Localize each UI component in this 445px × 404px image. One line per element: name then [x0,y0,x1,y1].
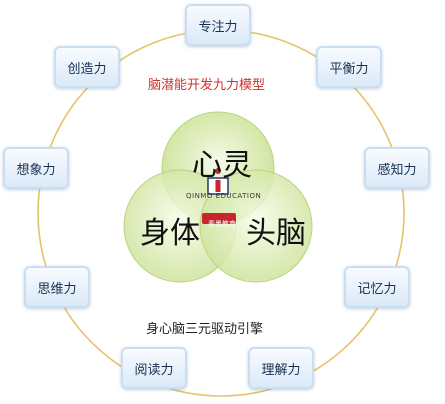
ability-label: 专注力 [198,19,238,35]
ability-label: 理解力 [261,362,301,378]
ability-balance: 平衡力 [316,46,382,88]
diagram-title: 脑潜能开发九力模型 [148,78,266,93]
ability-focus: 专注力 [185,4,251,46]
body-label: 身体 [140,216,200,251]
ability-thinking: 思维力 [24,266,90,308]
venn-circles [123,111,313,283]
ability-memory: 记忆力 [344,266,410,308]
ability-label: 想象力 [16,162,56,178]
logo-mark [202,168,236,224]
ability-label: 感知力 [377,162,417,178]
ability-label: 思维力 [37,281,77,297]
ability-reading: 阅读力 [121,347,187,389]
heart-label: 心灵 [192,148,252,183]
ability-label: 平衡力 [329,61,369,77]
logo-text-en: QINMO EDUCATION [186,192,262,200]
brain-circle [199,169,313,283]
ability-label: 阅读力 [134,362,174,378]
brain-label: 头脑 [246,216,306,251]
ability-label: 创造力 [67,61,107,77]
ability-creativity: 创造力 [54,46,120,88]
ability-imagination: 想象力 [3,147,69,189]
ability-understanding: 理解力 [248,347,314,389]
engine-caption: 身心脑三元驱动引擎 [146,322,264,337]
ability-label: 记忆力 [357,281,397,297]
logo-text-cn: 秦墨教育 [208,220,236,228]
ability-perception: 感知力 [364,147,430,189]
